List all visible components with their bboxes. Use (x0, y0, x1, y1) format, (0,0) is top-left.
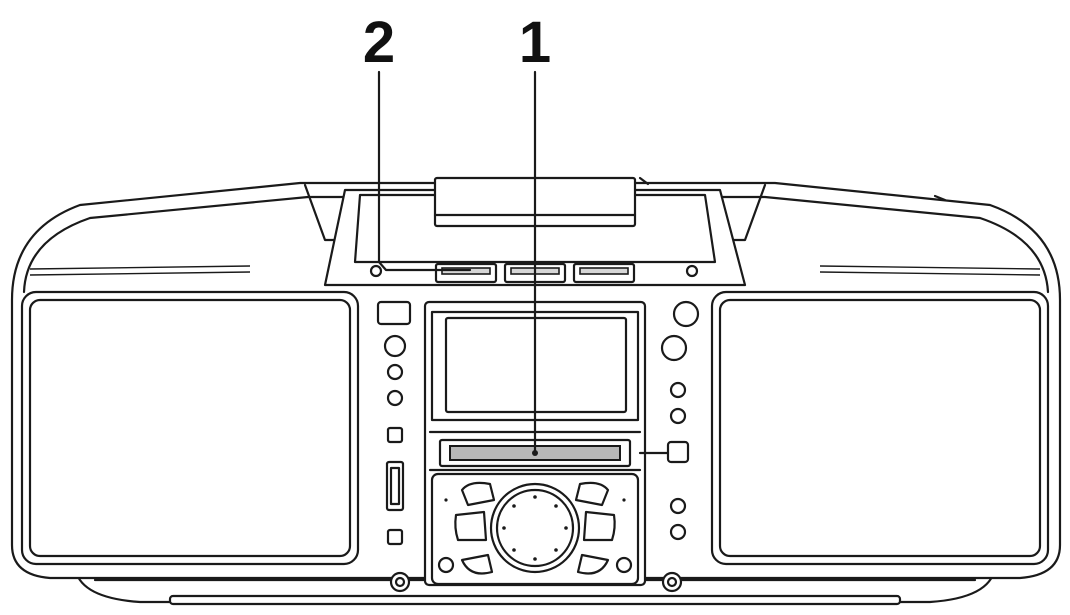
left-speaker (20, 290, 360, 566)
left-button-column (376, 300, 412, 546)
leader-line-2 (377, 70, 472, 272)
callout-leaders (377, 70, 537, 454)
callout-label-1: 1 (519, 10, 551, 75)
control-pad (430, 472, 640, 586)
callout-label-2: 2 (363, 10, 395, 75)
feet (389, 571, 683, 593)
right-button-column (638, 300, 700, 541)
right-speaker (710, 290, 1050, 566)
